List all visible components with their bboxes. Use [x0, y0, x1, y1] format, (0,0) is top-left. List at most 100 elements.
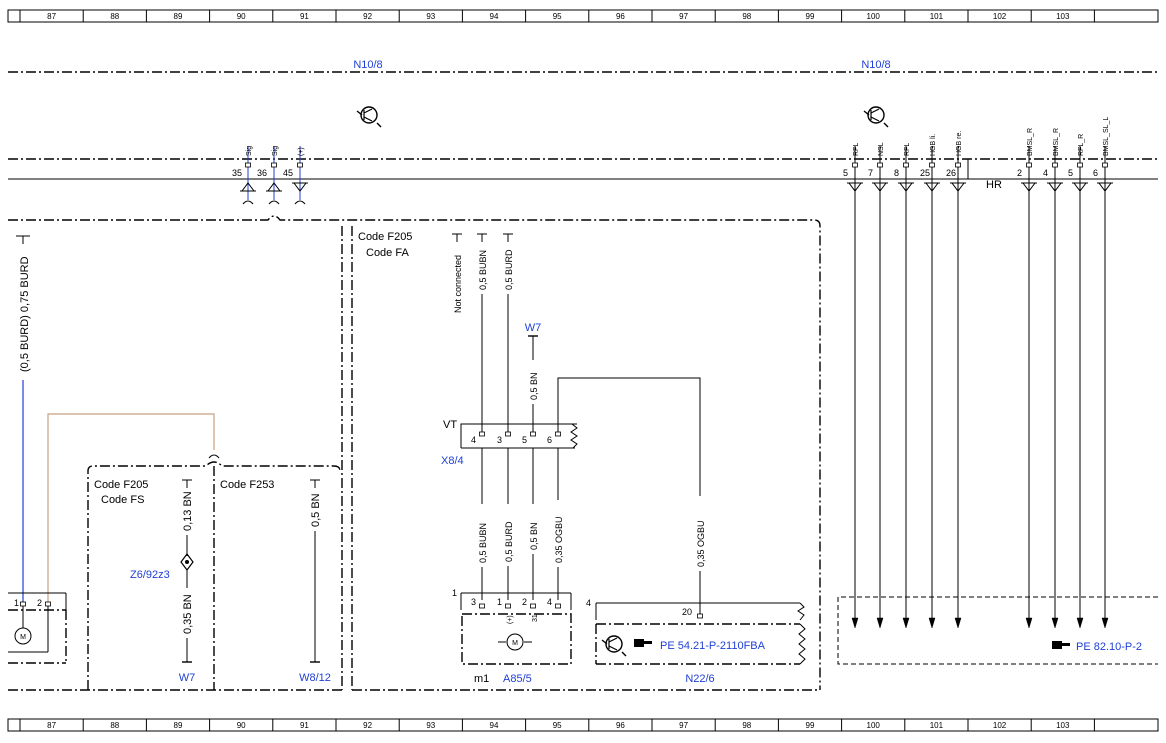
- ruler-number: 98: [742, 721, 751, 730]
- box-code-fa: Code F205 Code FA Not connected 0,5 BUBN…: [358, 231, 806, 685]
- svg-text:1: 1: [14, 598, 19, 608]
- ruler-number: 87: [47, 721, 56, 730]
- svg-text:25: 25: [920, 168, 930, 178]
- svg-text:6: 6: [1093, 168, 1098, 178]
- svg-text:0,13 BN: 0,13 BN: [182, 491, 194, 531]
- signal-group-left: Sig 35 Sig 36 (+) 45: [232, 146, 308, 205]
- ruler-number: 93: [426, 12, 435, 21]
- svg-text:26: 26: [946, 168, 956, 178]
- ruler-number: 102: [993, 12, 1007, 21]
- ruler-number: 87: [47, 12, 56, 21]
- signal-line: BMSL_R2: [1017, 128, 1037, 629]
- svg-text:Code FA: Code FA: [366, 247, 409, 259]
- svg-text:Code F253: Code F253: [220, 479, 274, 491]
- svg-text:5: 5: [843, 168, 848, 178]
- svg-text:0,35 BN: 0,35 BN: [182, 594, 194, 634]
- motor-icon: [14, 627, 32, 645]
- ruler-number: 96: [616, 12, 625, 21]
- ruler-number: 92: [363, 12, 372, 21]
- component-z6-92z3[interactable]: Z6/92z3: [130, 569, 170, 581]
- svg-text:RFL: RFL: [853, 143, 860, 156]
- component-a85-5[interactable]: A85/5: [503, 673, 532, 685]
- svg-text:2: 2: [1017, 168, 1022, 178]
- ruler-number: 94: [490, 721, 499, 730]
- signal-line: RFL 5: [843, 143, 863, 629]
- ruler-number: 90: [237, 12, 246, 21]
- control-unit-icon: [601, 635, 627, 657]
- ruler-number: 101: [930, 12, 944, 21]
- ruler-number: 97: [679, 721, 688, 730]
- ruler-number: 93: [426, 721, 435, 730]
- svg-text:VT: VT: [443, 419, 457, 431]
- svg-text:Sig: Sig: [272, 146, 279, 156]
- ruler-number: 100: [867, 721, 881, 730]
- connector-x8-4[interactable]: X8/4: [441, 455, 464, 467]
- ruler-number: 88: [110, 12, 119, 21]
- svg-text:(0,5 BURD) 0,75 BURD: (0,5 BURD) 0,75 BURD: [19, 256, 31, 372]
- svg-text:M: M: [20, 634, 26, 641]
- svg-text:4: 4: [471, 435, 476, 445]
- svg-text:0,5 BUBN: 0,5 BUBN: [478, 523, 488, 563]
- signal-line: HGB li. 25: [920, 134, 940, 629]
- svg-text:NSL: NSL: [878, 142, 885, 156]
- svg-text:4: 4: [1043, 168, 1048, 178]
- svg-text:0,5 BURD: 0,5 BURD: [504, 249, 514, 290]
- ruler-number: 95: [553, 721, 562, 730]
- svg-text:5: 5: [1068, 168, 1073, 178]
- svg-text:2: 2: [522, 597, 527, 607]
- svg-text:36: 36: [257, 168, 267, 178]
- svg-text:HGB li.: HGB li.: [930, 134, 937, 156]
- box-code-f253: Code F253 0,5 BN W8/12: [220, 479, 331, 684]
- svg-text:20: 20: [682, 607, 692, 617]
- ruler-number: 101: [930, 721, 944, 730]
- ruler-number: 92: [363, 721, 372, 730]
- signal-line: RFL_R5: [1068, 134, 1088, 629]
- module-label-right[interactable]: N10/8: [861, 59, 890, 71]
- svg-text:Code F205: Code F205: [358, 231, 412, 243]
- ruler-number: 90: [237, 721, 246, 730]
- motor-icon: [506, 633, 524, 651]
- component-n22-6[interactable]: N22/6: [685, 673, 714, 685]
- ref-pe-82-10[interactable]: PE 82.10-P-2: [1076, 641, 1142, 653]
- ref-pe-54-21[interactable]: PE 54.21-P-2110FBA: [660, 640, 766, 652]
- ground-w7-left[interactable]: W7: [179, 672, 196, 684]
- svg-text:3: 3: [471, 597, 476, 607]
- svg-text:35: 35: [232, 168, 242, 178]
- ruler-number: 100: [867, 12, 881, 21]
- svg-text:m1: m1: [474, 673, 489, 685]
- pointing-hand-icon: [1052, 641, 1070, 649]
- ruler-number: 88: [110, 721, 119, 730]
- svg-text:8: 8: [894, 168, 899, 178]
- signal-line: BMSL_R4: [1043, 128, 1063, 629]
- svg-text:2: 2: [37, 598, 42, 608]
- svg-text:4: 4: [586, 598, 591, 608]
- svg-text:1: 1: [452, 588, 457, 598]
- control-unit-icon: [356, 106, 382, 128]
- ruler-number: 102: [993, 721, 1007, 730]
- svg-text:Sig: Sig: [246, 146, 253, 156]
- control-unit-icon: [863, 106, 889, 128]
- ground-w7-fa[interactable]: W7: [525, 322, 542, 334]
- svg-text:Code FS: Code FS: [101, 494, 144, 506]
- svg-text:4: 4: [547, 597, 552, 607]
- svg-text:0,5 BN: 0,5 BN: [529, 372, 539, 400]
- module-label-left[interactable]: N10/8: [353, 59, 382, 71]
- ruler-number: 96: [616, 721, 625, 730]
- svg-text:1: 1: [497, 597, 502, 607]
- svg-text:3: 3: [497, 435, 502, 445]
- connector-hr-label: HR: [986, 179, 1002, 191]
- ground-w8-12[interactable]: W8/12: [299, 672, 331, 684]
- svg-text:Code F205: Code F205: [94, 479, 148, 491]
- ruler-number: 98: [742, 12, 751, 21]
- signal-line: BMSL_SL_L6: [1093, 117, 1113, 629]
- svg-text:Not connected: Not connected: [453, 255, 463, 313]
- right-ref-box: PE 82.10-P-2: [837, 596, 1158, 665]
- ruler-number: 89: [174, 12, 183, 21]
- svg-text:5: 5: [522, 435, 527, 445]
